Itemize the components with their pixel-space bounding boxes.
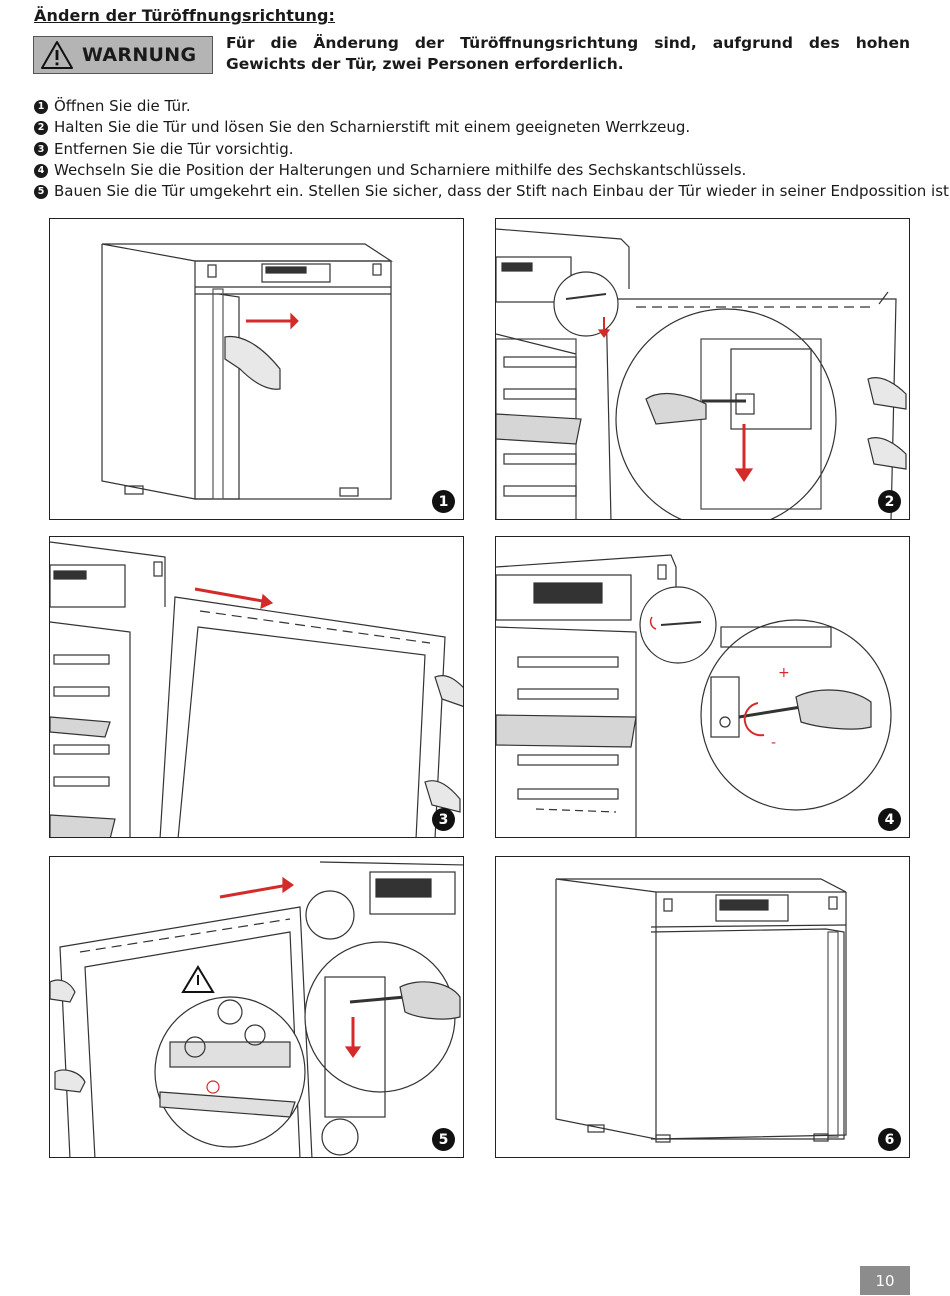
figure-2-panel: 2 (495, 218, 910, 520)
step-text: Halten Sie die Tür und lösen Sie den Sch… (54, 118, 691, 137)
step-list: 1 Öffnen Sie die Tür. 2 Halten Sie die Tür… (34, 96, 950, 202)
warning-label: WARNUNG (82, 44, 197, 66)
section-title: Ändern der Türöffnungsrichtung: (34, 6, 336, 25)
figure-1-panel: 1 (49, 218, 464, 520)
step-number: 2 (34, 120, 48, 135)
figure-number-badge: 5 (432, 1128, 455, 1151)
figure-number-badge: 2 (878, 490, 901, 513)
figure-number-badge: 3 (432, 808, 455, 831)
warning-triangle-icon (41, 41, 73, 69)
warning-text: Für die Änderung der Türöffnungsrichtung… (226, 34, 910, 73)
reinstall-door-illustration (50, 861, 463, 1157)
svg-text:-: - (771, 735, 776, 751)
step-number: 1 (34, 99, 48, 114)
remove-door-illustration (50, 541, 463, 837)
page-number: 10 (860, 1266, 910, 1295)
step-text: Bauen Sie die Tür umgekehrt ein. Stellen… (54, 182, 950, 201)
swap-hinge-hex-key-illustration: + - (496, 554, 892, 837)
list-item: 4 Wechseln Sie die Position der Halterung… (34, 160, 950, 181)
list-item: 1 Öffnen Sie die Tür. (34, 96, 950, 117)
figure-number-badge: 1 (432, 490, 455, 513)
warning-label-box: WARNUNG (33, 36, 213, 74)
figure-4-panel: + - 4 (495, 536, 910, 838)
step-number: 5 (34, 184, 48, 199)
list-item: 2 Halten Sie die Tür und lösen Sie den Sc… (34, 117, 950, 138)
loosen-hinge-pin-illustration (496, 228, 907, 519)
step-text: Entfernen Sie die Tür vorsichtig. (54, 139, 294, 158)
open-door-illustration (101, 243, 394, 500)
step-text: Wechseln Sie die Position der Halterunge… (54, 160, 747, 179)
step-number: 4 (34, 163, 48, 178)
step-text: Öffnen Sie die Tür. (54, 97, 191, 115)
svg-text:+: + (778, 665, 790, 681)
door-reversed-illustration (555, 878, 847, 1143)
figure-6-panel: 6 (495, 856, 910, 1158)
figure-number-badge: 6 (878, 1128, 901, 1151)
figure-5-panel: 5 (49, 856, 464, 1158)
step-number: 3 (34, 142, 48, 157)
figure-number-badge: 4 (878, 808, 901, 831)
list-item: 5 Bauen Sie die Tür umgekehrt ein. Stelle… (34, 181, 950, 202)
figure-3-panel: 3 (49, 536, 464, 838)
list-item: 3 Entfernen Sie die Tür vorsichtig. (34, 139, 950, 160)
